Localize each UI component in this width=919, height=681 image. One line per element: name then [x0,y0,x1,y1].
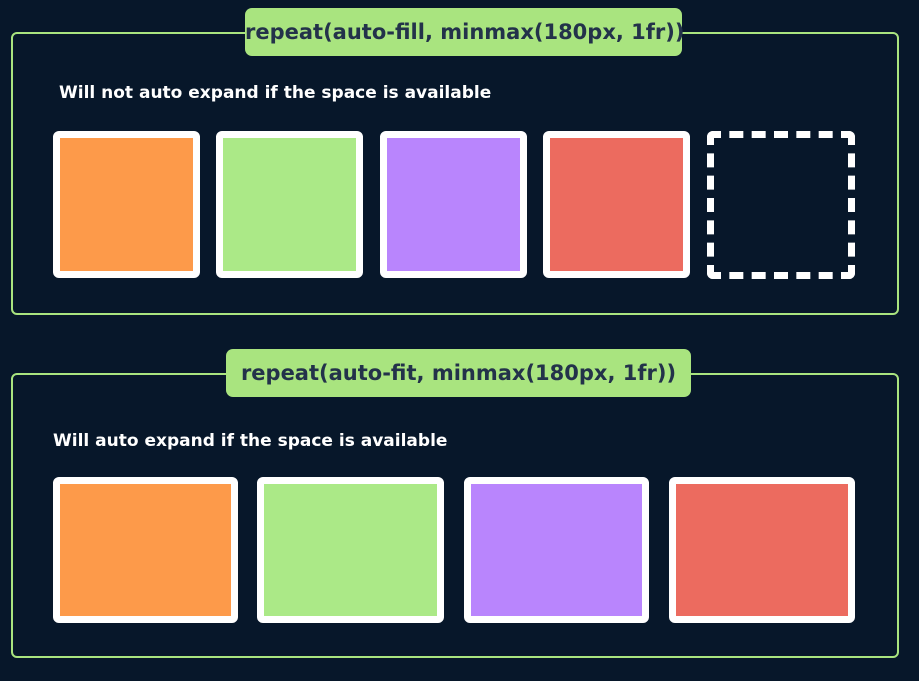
auto-fill-caption: Will not auto expand if the space is ava… [59,83,492,103]
auto-fill-empty-track [707,131,855,279]
auto-fill-cell-red [543,131,690,278]
auto-fill-cell-green [216,131,363,278]
auto-fill-code-label: repeat(auto-fill, minmax(180px, 1fr)) [245,8,684,56]
auto-fit-code-label: repeat(auto-fit, minmax(180px, 1fr)) [226,349,691,397]
auto-fit-cell-green [257,477,444,623]
auto-fit-cell-orange [53,477,238,623]
auto-fit-cell-purple [464,477,649,623]
auto-fill-cell-orange [53,131,200,278]
auto-fit-cell-red [669,477,855,623]
auto-fit-caption: Will auto expand if the space is availab… [53,431,448,451]
auto-fill-cell-purple [380,131,527,278]
